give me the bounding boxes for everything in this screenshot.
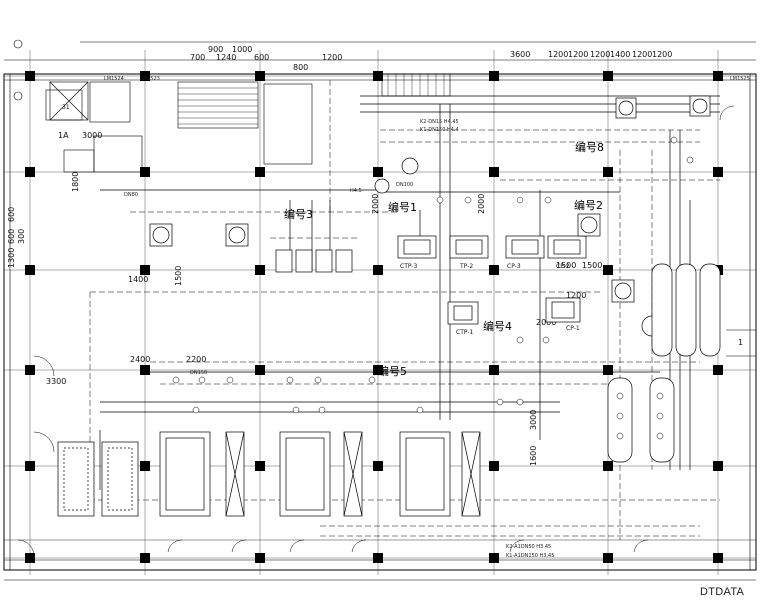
- dim-misc-4: 2400: [130, 355, 150, 364]
- pipe-note-6: DN100: [396, 182, 413, 188]
- tanks: [57, 431, 481, 517]
- dim-top-6: 800: [293, 63, 308, 72]
- pipe-note-3: K2-A1DN50 H3.45: [506, 544, 551, 550]
- dim-top-9: 1200: [548, 50, 568, 59]
- dim-misc-10: 1600: [529, 446, 538, 466]
- doors: [17, 105, 735, 557]
- tag-4: 编号4: [483, 319, 512, 333]
- vertical-tanks: [607, 263, 721, 463]
- pipe-runs-solid: [99, 95, 720, 490]
- grid-bubble: [13, 39, 23, 101]
- tag-5: 编号5: [378, 364, 407, 378]
- dim-misc-8: 2000: [536, 318, 556, 327]
- tag-callouts: 编号8 编号1 编号3 编号2 编号4 编号5: [284, 140, 604, 378]
- dim-top-14: 1200: [652, 50, 672, 59]
- dim-top-4: 1240: [216, 53, 236, 62]
- dim-misc-5: 1500: [174, 266, 183, 286]
- valves: [172, 136, 694, 440]
- equip-cp1: CP-1: [566, 325, 580, 332]
- dim-top-13: 1200: [632, 50, 652, 59]
- left-dimensions: 1800 600 600 300 1300 3300: [7, 172, 80, 386]
- dim-misc-13: 2000: [371, 194, 380, 214]
- dim-top-2: 1000: [232, 45, 252, 54]
- equip-cp3: CP-3: [507, 263, 521, 270]
- dim-misc-9: 1500: [556, 261, 576, 270]
- room-marker-1: LM1523: [140, 76, 160, 82]
- equip-ctp3: CTP-3: [400, 263, 418, 270]
- equip-tp2: TP-2: [459, 263, 473, 270]
- pump-units: [275, 235, 587, 325]
- dim-top-5: 600: [254, 53, 269, 62]
- dim-left-1: 1800: [71, 172, 80, 192]
- dim-misc-1: 3000: [82, 131, 102, 140]
- pipe-note-5: DN150: [190, 370, 207, 376]
- tag-3: 编号3: [284, 207, 313, 221]
- dim-misc-2: 1400: [128, 275, 148, 284]
- dim-top-8: 3600: [510, 50, 530, 59]
- equip-cp2: CP-2: [556, 263, 570, 270]
- dim-left-4: 300: [17, 229, 26, 244]
- dim-left-2: 600: [7, 207, 16, 222]
- dim-top-1: 900: [208, 45, 223, 54]
- tag-8: 编号8: [575, 140, 604, 154]
- pipe-note-8: H4.5: [350, 188, 362, 194]
- dim-top-11: 1200: [590, 50, 610, 59]
- dim-misc-12: 1500: [582, 261, 602, 270]
- dim-misc-6: 2000: [477, 194, 486, 214]
- tag-2: 编号2: [574, 198, 603, 212]
- pipe-note-7: DN80: [124, 192, 138, 198]
- equip-tp1: CTP-1: [456, 329, 474, 336]
- dim-left-5: 1300: [7, 248, 16, 268]
- dim-left-6: 3300: [46, 377, 66, 386]
- room-marker-3: LM1525: [730, 76, 750, 82]
- dim-left-3: 600: [7, 229, 16, 244]
- pipe-note-1: K2-DN15 H4.45: [420, 119, 459, 125]
- pipe-note-2: K1-DN150 H4.4: [420, 127, 459, 133]
- north-marker: 1: [726, 329, 756, 357]
- dim-top-12: 1400: [610, 50, 630, 59]
- tag-1: 编号1: [388, 200, 417, 214]
- dim-top-3: 700: [190, 53, 205, 62]
- misc-dimensions: 3000 1400 2200 2400 1500 2000 3000 2000 …: [82, 131, 602, 466]
- axis-mark: 1A: [58, 131, 69, 140]
- dim-misc-7: 3000: [529, 410, 538, 430]
- equipment-labels: CTP-3 TP-2 CP-3 CP-2 CTP-1 CP-1: [400, 263, 580, 336]
- stair-core: [45, 73, 451, 173]
- room-marker-2: LM1524: [104, 76, 124, 82]
- pipe-note-4: K1-A1DN150 H3.45: [506, 553, 554, 559]
- axis-number: 1: [738, 338, 743, 347]
- dim-misc-3: 2200: [186, 355, 206, 364]
- dim-top-7: 1200: [322, 53, 342, 62]
- dim-top-10: 1200: [568, 50, 588, 59]
- pipe-notes: K2-DN15 H4.45 K1-DN150 H4.4 K2-A1DN50 H3…: [124, 119, 554, 559]
- room-number: 31: [62, 104, 70, 111]
- watermark: DTDATA: [700, 586, 745, 598]
- dim-misc-11: 1200: [566, 291, 586, 300]
- top-dimensions: 900 1000 700 1240 600 800 1200 3600 1200…: [190, 45, 672, 72]
